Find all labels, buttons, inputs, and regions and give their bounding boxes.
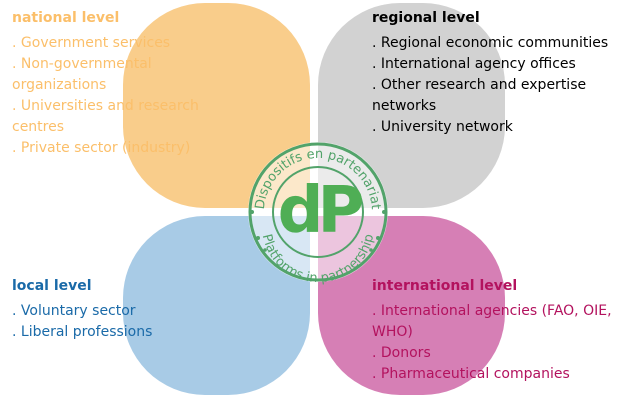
international-item: . Pharmaceutical companies [372,366,570,382]
local-item: . Liberal professions [12,324,153,340]
regional-item: . International agency offices [372,56,576,72]
local-item: . Voluntary sector [12,303,136,319]
national-item: . Non-governmental organizations [12,56,152,93]
partnership-seal: Dispositifs en partenariat Platforms in … [248,142,388,286]
local-level-group: local level . Voluntary sector . Liberal… [12,278,212,343]
national-level-title: national level [12,10,120,26]
regional-item: . Regional economic communities [372,35,609,51]
national-item: . Government services [12,35,171,51]
seal-letters: dP [278,174,363,248]
international-item: . International agencies (FAO, OIE, WHO) [372,303,612,340]
national-item: . Universities and research centres [12,98,199,135]
international-level-title: international level [372,278,518,294]
local-petal [123,216,310,395]
regional-item: . Other research and expertise networks [372,77,587,114]
regional-level-title: regional level [372,10,480,26]
national-petal [123,3,310,208]
international-item: . Donors [372,345,431,361]
regional-petal [318,3,505,208]
regional-level-group: regional level . Regional economic commu… [372,10,620,138]
regional-item: . University network [372,119,513,135]
international-level-group: international level . International agen… [372,278,620,385]
national-item: . Private sector (industry) [12,140,191,156]
local-level-title: local level [12,278,92,294]
national-level-group: national level . Government services . N… [12,10,212,159]
